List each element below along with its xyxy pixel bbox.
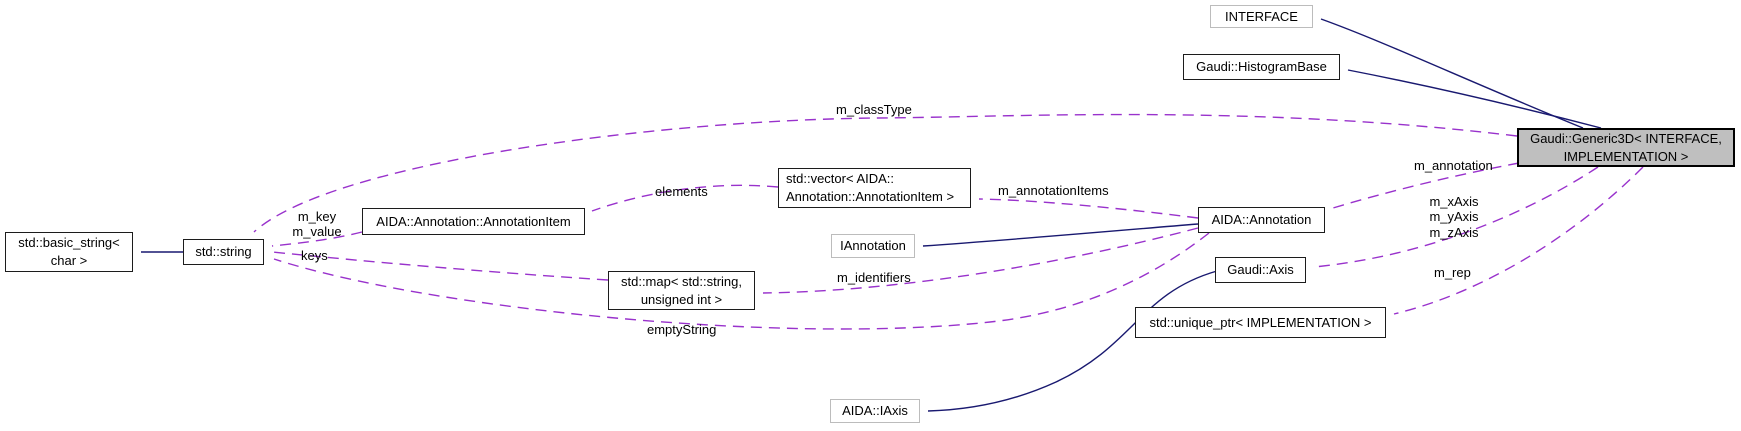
edge-label-m-annotationitems: m_annotationItems	[998, 183, 1109, 198]
edge-generic3d-inherits-histogrambase	[1347, 69, 1602, 129]
edge-m-annotation	[1332, 162, 1520, 209]
edge-label-m-key-m-value: m_key m_value	[292, 209, 342, 240]
node-gaudi-axis[interactable]: Gaudi::Axis	[1215, 257, 1306, 283]
edge-m-classtype	[253, 113, 1518, 233]
node-std-unique-ptr[interactable]: std::unique_ptr< IMPLEMENTATION >	[1135, 307, 1386, 338]
edge-label-m-rep: m_rep	[1434, 265, 1471, 280]
edge-m-axes	[1313, 166, 1599, 268]
node-aida-iaxis: AIDA::IAxis	[830, 399, 920, 423]
edge-label-m-identifiers: m_identifiers	[837, 270, 911, 285]
edge-m-annotationitems	[978, 198, 1199, 219]
node-aida-annotation[interactable]: AIDA::Annotation	[1198, 207, 1325, 233]
node-iannotation: IAnnotation	[831, 234, 915, 258]
edge-m-identifiers	[762, 227, 1199, 294]
edge-keys	[271, 251, 609, 281]
edge-label-m-annotation: m_annotation	[1414, 158, 1493, 173]
edge-elements	[591, 184, 779, 212]
edge-m-rep	[1393, 166, 1644, 315]
node-std-basic-string[interactable]: std::basic_string< char >	[5, 232, 133, 272]
edge-label-m-axes: m_xAxis m_yAxis m_zAxis	[1429, 194, 1479, 240]
edge-label-keys: keys	[301, 248, 328, 263]
node-gaudi-generic3d-focus: Gaudi::Generic3D< INTERFACE, IMPLEMENTAT…	[1517, 128, 1735, 167]
node-std-vector[interactable]: std::vector< AIDA:: Annotation::Annotati…	[778, 168, 971, 208]
node-interface: INTERFACE	[1210, 5, 1313, 28]
edge-annotation-inherits-iannotation	[922, 223, 1199, 247]
node-std-string[interactable]: std::string	[183, 239, 264, 265]
node-aida-annotation-annotationitem[interactable]: AIDA::Annotation::AnnotationItem	[362, 208, 585, 235]
node-gaudi-histogrambase[interactable]: Gaudi::HistogramBase	[1183, 54, 1340, 80]
edge-label-elements: elements	[655, 184, 708, 199]
node-std-map[interactable]: std::map< std::string, unsigned int >	[608, 271, 755, 310]
edge-label-m-classtype: m_classType	[836, 102, 912, 117]
edge-label-emptystring: emptyString	[647, 322, 717, 337]
edge-generic3d-inherits-interface	[1320, 18, 1584, 129]
edge-axis-inherits-iaxis	[927, 270, 1218, 412]
edge-m-key-m-value	[271, 231, 363, 247]
